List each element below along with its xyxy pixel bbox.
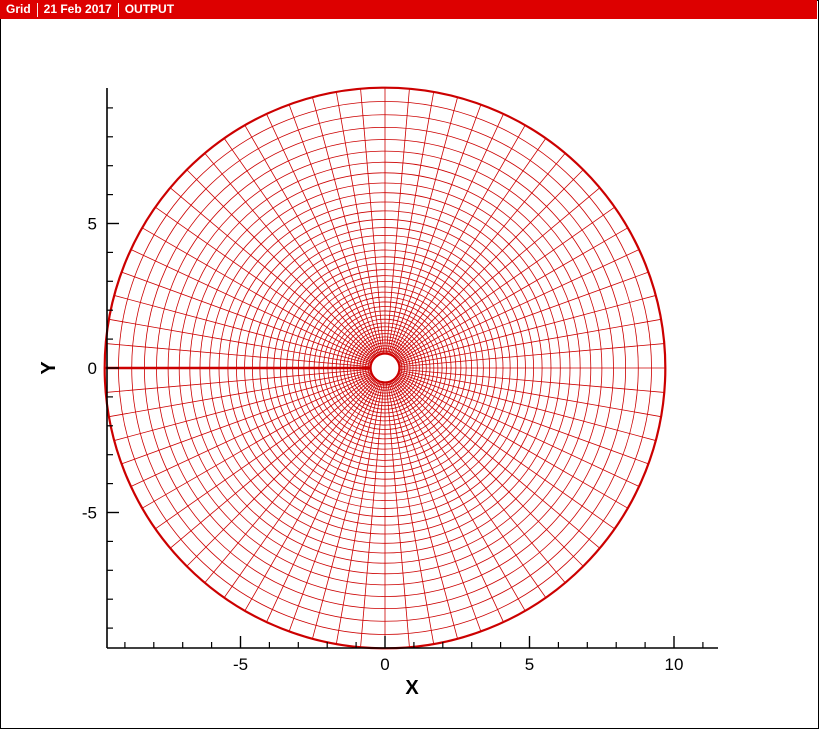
grid-radial-line [360, 382, 385, 648]
x-tick-label: -5 [233, 655, 248, 674]
grid-radial-line [399, 318, 662, 366]
y-tick-label: 5 [88, 215, 97, 234]
grid-lines [103, 86, 667, 650]
grid-radial-line [398, 271, 649, 364]
grid-radial-line [398, 295, 656, 365]
grid-radial-line [360, 88, 385, 354]
grid-radial-line [399, 370, 662, 418]
grid-radial-line [169, 376, 375, 549]
grid-radial-line [397, 227, 628, 362]
grid-radial-line [312, 381, 382, 639]
frame-date: 21 Feb 2017 [43, 2, 112, 16]
grid-radial-line [169, 187, 375, 360]
grid-radial-line [388, 381, 458, 639]
grid-radial-line [244, 125, 379, 356]
grid-radial-line [244, 380, 379, 611]
grid-radial-line [398, 371, 656, 441]
grid-radial-line [392, 138, 547, 357]
grid-radial-line [204, 152, 377, 358]
grid-radial-line [105, 343, 371, 368]
x-tick-label: 10 [665, 655, 684, 674]
separator [36, 2, 38, 17]
grid-radial-line [389, 104, 482, 355]
grid-radial-line [394, 377, 584, 567]
grid-radial-line [142, 374, 373, 509]
separator [117, 2, 119, 17]
grid-radial-line [142, 227, 373, 362]
grid-radial-line [385, 382, 410, 648]
grid-radial-line [399, 368, 665, 393]
grid-radial-line [186, 377, 376, 567]
grid-radial-line [397, 249, 640, 363]
grid-radial-line [312, 97, 382, 355]
title-bar: Grid 21 Feb 2017 OUTPUT [0, 0, 817, 19]
grid-radial-line [385, 88, 410, 354]
frame-title: Grid [6, 2, 31, 16]
grid-radial-line [390, 113, 504, 356]
grid-radial-line [335, 91, 383, 354]
grid-radial-line [114, 371, 372, 441]
y-tick-label: -5 [82, 504, 97, 523]
grid-radial-line [121, 271, 372, 364]
grid-radial-line [130, 373, 373, 487]
grid-radial-line [155, 375, 374, 530]
frame-label: OUTPUT [124, 2, 175, 16]
grid-radial-line [387, 91, 435, 354]
grid-radial-line [266, 113, 380, 356]
grid-radial-line [223, 138, 378, 357]
grid-radial-line [108, 318, 371, 366]
grid-radial-line [114, 295, 372, 365]
grid-radial-line [396, 375, 615, 530]
grid-radial-line [335, 382, 383, 645]
grid-radial-line [395, 187, 601, 360]
grid-radial-line [397, 374, 628, 509]
grid-radial-line [155, 206, 374, 361]
grid-radial-line [396, 206, 615, 361]
grid-radial-line [130, 249, 373, 363]
grid-radial-line [388, 97, 458, 355]
x-axis-label: X [405, 677, 419, 699]
grid-radial-line [266, 380, 380, 623]
grid-radial-line [121, 372, 372, 465]
polar-grid-chart: -5 0 5 10 -5 0 5 X Y [38, 86, 718, 699]
x-tick-label: 0 [380, 655, 389, 674]
grid-radial-line [393, 152, 566, 358]
grid-radial-line [395, 376, 601, 549]
inner-boundary [369, 352, 401, 384]
grid-radial-line [398, 372, 649, 465]
y-axis-label: Y [38, 361, 60, 375]
grid-radial-line [397, 373, 640, 487]
grid-radial-line [392, 379, 547, 598]
grid-radial-line [186, 169, 376, 359]
grid-radial-line [105, 368, 371, 393]
ticks: -5 0 5 10 -5 0 5 [82, 107, 704, 674]
grid-radial-line [108, 370, 371, 418]
grid-radial-line [288, 381, 381, 632]
grid-radial-line [288, 104, 381, 355]
grid-radial-line [399, 343, 665, 368]
grid-radial-line [393, 378, 566, 584]
grid-radial-line [204, 378, 377, 584]
y-tick-label: 0 [88, 359, 97, 378]
grid-radial-line [223, 379, 378, 598]
grid-radial-line [391, 125, 526, 356]
x-tick-label: 5 [525, 655, 534, 674]
grid-radial-line [389, 381, 482, 632]
grid-radial-line [390, 380, 504, 623]
grid-radial-line [394, 169, 584, 359]
grid-radial-line [387, 382, 435, 645]
grid-radial-line [391, 380, 526, 611]
